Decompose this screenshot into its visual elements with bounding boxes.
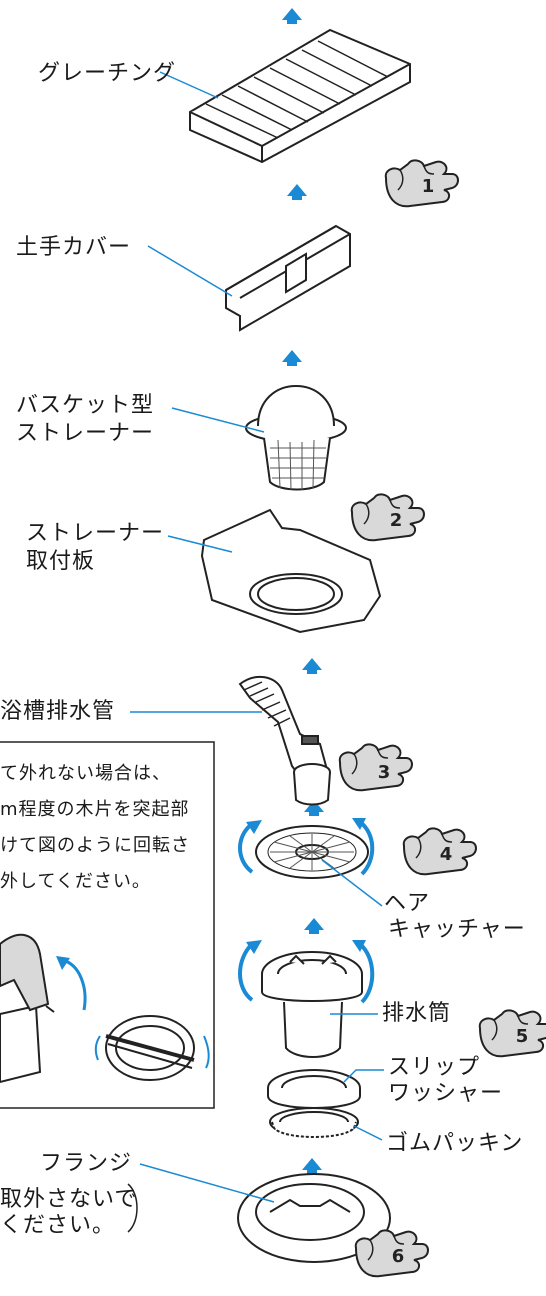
pointing-hand-icon bbox=[350, 493, 425, 542]
up-arrow-icon bbox=[302, 1158, 322, 1174]
rubber-packing-part bbox=[269, 1107, 359, 1138]
label-hair-catcher-line2: キャッチャー bbox=[388, 917, 526, 942]
step-number: 1 bbox=[422, 176, 435, 197]
label-drain-cylinder: 排水筒 bbox=[382, 1001, 452, 1026]
label-slip-washer-line2: ワッシャー bbox=[388, 1081, 504, 1106]
flange-note-bracket bbox=[127, 1183, 138, 1233]
strainer-plate-part bbox=[200, 508, 382, 634]
label-strainer-plate-line1: ストレーナー bbox=[26, 521, 165, 546]
step-number: 2 bbox=[390, 510, 403, 531]
rotation-arrowhead-icon bbox=[246, 818, 366, 954]
label-strainer-plate-line2: 取付板 bbox=[26, 549, 96, 574]
up-arrow-icon bbox=[304, 918, 324, 934]
rotation-arrowhead-icon bbox=[56, 956, 70, 970]
bath-drain-pipe-part bbox=[238, 675, 331, 806]
hair-catcher-part bbox=[255, 825, 369, 879]
label-dote-cover: 土手カバー bbox=[16, 235, 132, 260]
slip-washer-part bbox=[267, 1069, 361, 1109]
pointing-hand-icon bbox=[338, 743, 413, 792]
rotation-arrow-icon bbox=[238, 820, 375, 1004]
label-bath-drain-pipe: 浴槽排水管 bbox=[0, 699, 116, 724]
drain-cylinder-part bbox=[261, 951, 363, 1058]
flange-note-line2: ください。 bbox=[0, 1213, 116, 1238]
note-box bbox=[0, 741, 215, 1109]
removal-illustration bbox=[0, 933, 195, 1084]
label-hair-catcher-line1: ヘア bbox=[384, 891, 431, 916]
step-number: 5 bbox=[516, 1026, 529, 1047]
note-line-2: m程度の木片を突起部 bbox=[0, 799, 190, 820]
up-arrow-icon bbox=[302, 658, 322, 674]
label-basket-strainer-line1: バスケット型 bbox=[16, 393, 155, 418]
label-slip-washer-line1: スリップ bbox=[388, 1055, 481, 1080]
step-number: 6 bbox=[392, 1246, 405, 1267]
label-flange: フランジ bbox=[40, 1151, 133, 1176]
note-line-3: けて図のように回転さ bbox=[0, 835, 190, 856]
basket-strainer-part bbox=[245, 384, 347, 491]
flange-part bbox=[237, 1173, 391, 1263]
pointing-hand-icon bbox=[478, 1009, 546, 1058]
label-grating: グレーチング bbox=[38, 61, 177, 86]
note-line-4: 外してください。 bbox=[0, 871, 151, 892]
up-arrow-icon bbox=[282, 8, 302, 24]
up-arrow-icon bbox=[287, 184, 307, 200]
label-basket-strainer-line2: ストレーナー bbox=[16, 421, 155, 446]
step-number: 4 bbox=[440, 844, 453, 865]
note-line-1: て外れない場合は、 bbox=[0, 763, 171, 784]
dote-cover-part bbox=[225, 224, 351, 332]
step-number: 3 bbox=[378, 762, 391, 783]
up-arrow-icon bbox=[282, 350, 302, 366]
flange-note-line1: 取外さないで bbox=[0, 1187, 138, 1212]
label-rubber-packing: ゴムパッキン bbox=[386, 1131, 524, 1156]
grating-part bbox=[189, 28, 411, 164]
